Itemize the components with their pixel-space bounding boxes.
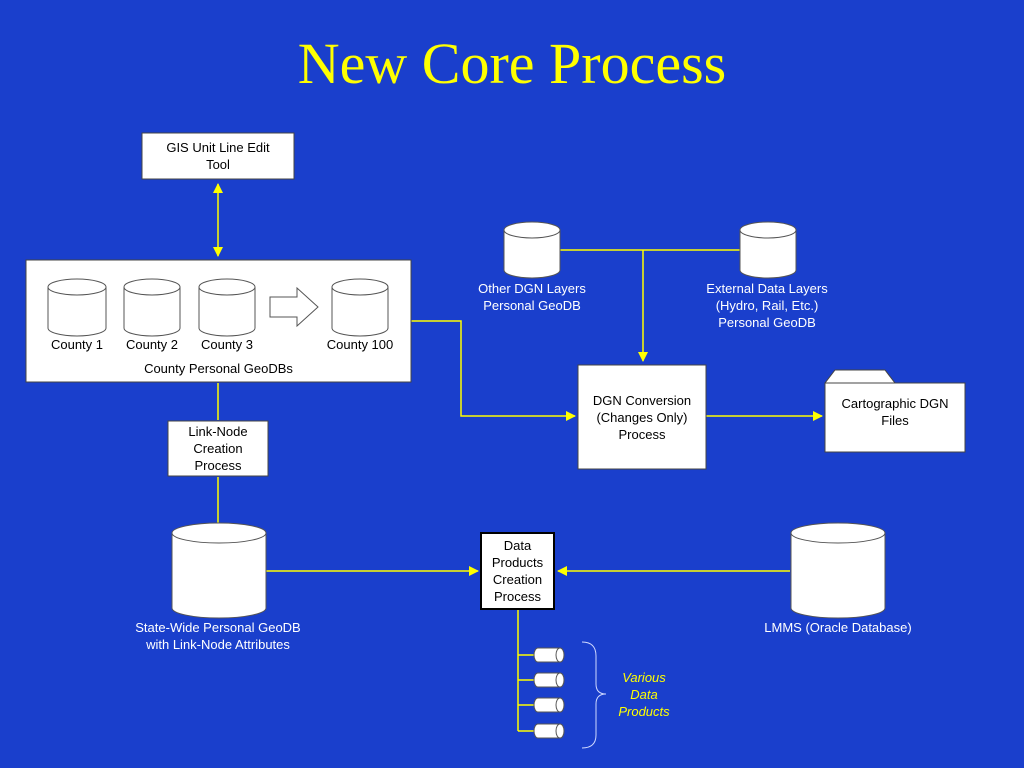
- county2-label: County 2: [125, 337, 179, 352]
- page-title: New Core Process: [297, 31, 727, 96]
- product-cylinder-icon: [533, 697, 565, 713]
- lmms-label: LMMS (Oracle Database): [764, 620, 912, 635]
- county2-cylinder-icon: [123, 278, 181, 337]
- product-cylinder-icon: [533, 672, 565, 688]
- connector-county-dgn: [411, 320, 576, 421]
- link-node-box: [167, 420, 269, 477]
- lmms-cylinder-icon: [790, 522, 886, 619]
- data-products-box: [480, 532, 555, 610]
- product-cylinder-icon: [533, 723, 565, 739]
- dgn-conversion-box: [577, 364, 707, 470]
- cartographic-folder-icon: [824, 369, 966, 453]
- state-wide-label: State-Wide Personal GeoDB with Link-Node…: [135, 620, 301, 652]
- gis-tool-box: [141, 132, 295, 180]
- external-cylinder-icon: [739, 221, 797, 279]
- right-arrow-icon: [269, 286, 319, 328]
- county3-label: County 3: [200, 337, 254, 352]
- county3-cylinder-icon: [198, 278, 256, 337]
- statewide-cylinder-icon: [171, 522, 267, 619]
- county-group-label: County Personal GeoDBs: [144, 361, 293, 376]
- link-node-label: Link-Node Creation Process: [188, 424, 248, 473]
- various-products-label: Various Data Products: [618, 670, 670, 719]
- county100-label: County 100: [326, 337, 394, 352]
- external-label: External Data Layers (Hydro, Rail, Etc.)…: [706, 281, 828, 330]
- county100-cylinder-icon: [331, 278, 389, 337]
- product-cylinder-icon: [533, 647, 565, 663]
- brace-icon: [581, 641, 607, 749]
- county1-label: County 1: [50, 337, 104, 352]
- other-dgn-label: Other DGN Layers Personal GeoDB: [478, 281, 586, 313]
- cartographic-label: Cartographic DGN Files: [841, 396, 949, 428]
- data-products-label: Data Products Creation Process: [491, 538, 544, 604]
- county1-cylinder-icon: [47, 278, 107, 337]
- other-dgn-cylinder-icon: [503, 221, 561, 279]
- dgn-conversion-label: DGN Conversion (Changes Only) Process: [592, 392, 692, 442]
- gis-tool-label: GIS Unit Line Edit Tool: [166, 140, 270, 172]
